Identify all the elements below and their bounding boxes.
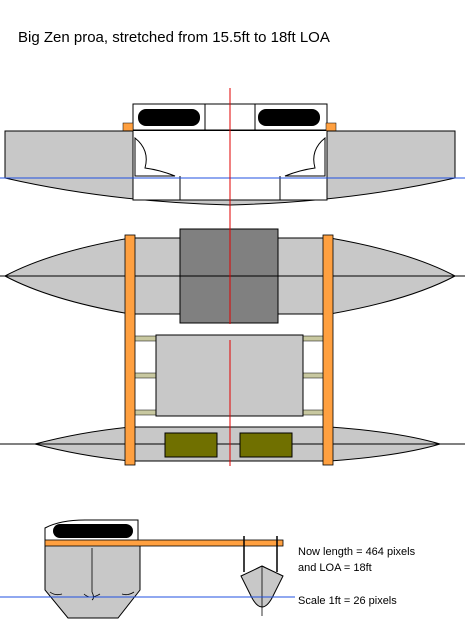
beam-post-right: [325, 122, 337, 132]
plan-view: [0, 228, 465, 466]
ballast-right: [239, 432, 293, 458]
note-scale: Scale 1ft = 26 pixels: [298, 595, 397, 607]
seat-left: [134, 136, 176, 177]
window-left: [138, 109, 200, 126]
window-right: [258, 109, 320, 126]
beam-right: [322, 234, 334, 466]
section-view: [0, 519, 295, 619]
section-main-hull: [44, 543, 141, 619]
section-beam: [44, 539, 284, 547]
beam-left: [124, 234, 136, 466]
note-length: Now length = 464 pixels: [298, 546, 416, 558]
note-loa: and LOA = 18ft: [298, 562, 372, 574]
seat-right: [284, 136, 326, 177]
beam-post-left: [122, 122, 134, 132]
ballast-left: [164, 432, 218, 458]
elevation-view: [0, 103, 465, 206]
diagram-title: Big Zen proa, stretched from 15.5ft to 1…: [18, 29, 330, 46]
section-window: [53, 524, 133, 538]
